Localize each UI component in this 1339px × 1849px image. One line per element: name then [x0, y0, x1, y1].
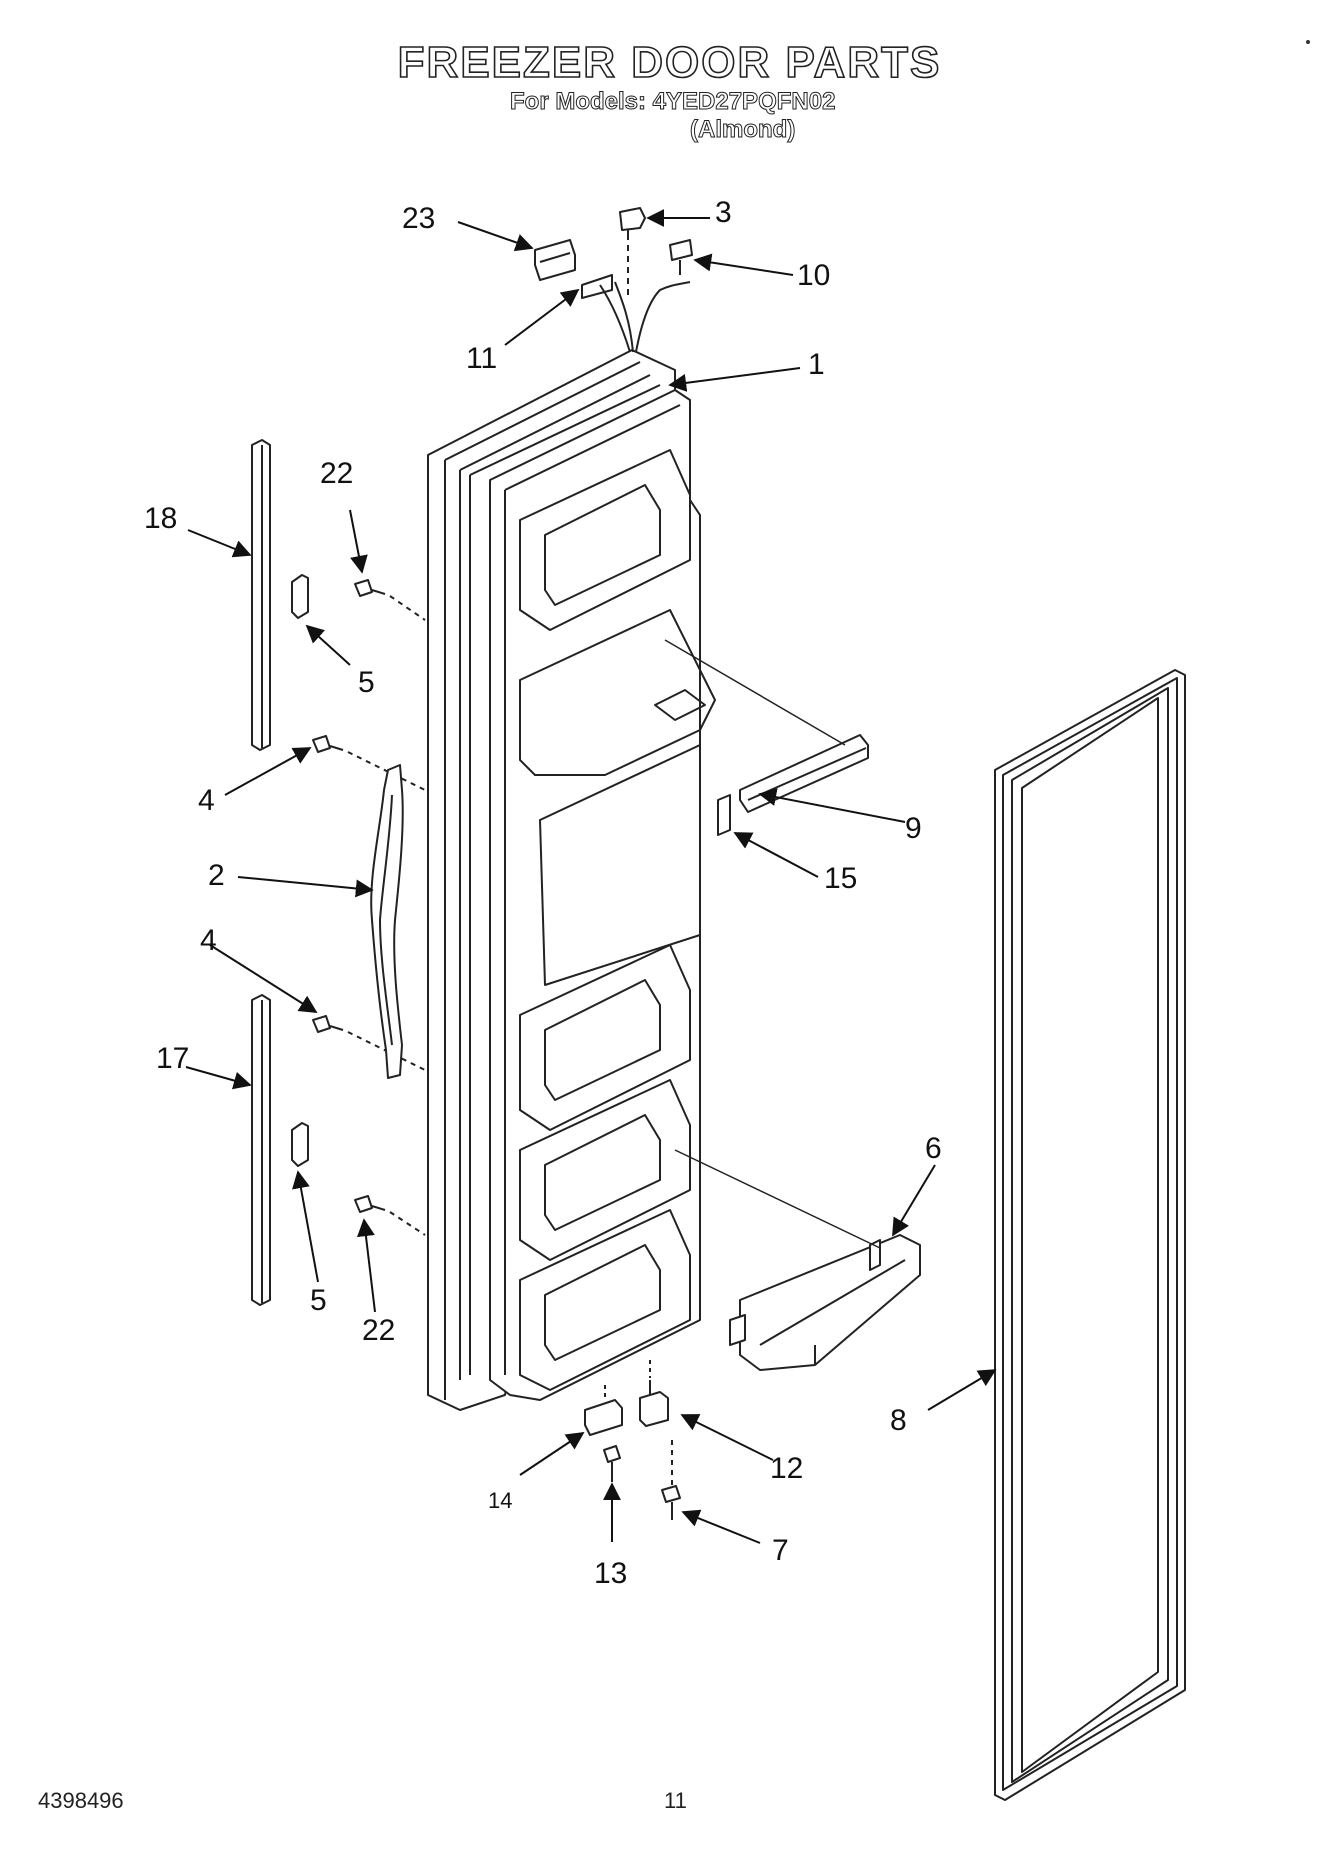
callout-11: 11 — [466, 342, 497, 375]
callout-4-upper: 4 — [198, 784, 215, 817]
connector-cover-23 — [534, 239, 576, 281]
page-number: 11 — [664, 1788, 687, 1813]
door-bin-6 — [674, 1149, 921, 1371]
callout-8: 8 — [890, 1404, 907, 1437]
callout-22-upper: 22 — [320, 457, 353, 490]
plug-button-3 — [619, 207, 646, 300]
callout-2: 2 — [208, 859, 225, 892]
callout-5-upper: 5 — [358, 666, 375, 699]
screw-22-upper — [354, 579, 426, 621]
page-title: FREEZER DOOR PARTS — [397, 37, 942, 88]
screw-4-upper — [312, 735, 426, 791]
screw-10 — [669, 239, 693, 275]
callout-15: 15 — [824, 862, 857, 895]
callout-14: 14 — [488, 1488, 512, 1513]
clip-5-lower — [291, 1122, 309, 1167]
callout-9: 9 — [905, 812, 922, 845]
callout-13: 13 — [594, 1557, 627, 1590]
callout-3: 3 — [715, 196, 732, 229]
door-handle-2 — [370, 764, 404, 1079]
models-line: For Models: 4YED27PQFN02 — [509, 88, 836, 116]
hinge-pin-12 — [639, 1360, 669, 1427]
screw-22-lower — [354, 1195, 426, 1236]
trim-strip-17 — [251, 994, 271, 1306]
color-variant: (Almond) — [689, 116, 796, 144]
screw-7 — [661, 1440, 681, 1520]
corner-mark — [1306, 40, 1310, 44]
callout-23: 23 — [402, 202, 435, 235]
clip-15 — [717, 794, 731, 836]
document-number: 4398496 — [38, 1788, 124, 1813]
door-liner — [489, 389, 716, 1401]
callout-10: 10 — [797, 259, 830, 292]
callout-6: 6 — [925, 1132, 942, 1165]
callout-18: 18 — [144, 502, 177, 535]
hinge-bracket-14 — [584, 1385, 623, 1436]
screw-4-lower — [312, 1015, 426, 1071]
callout-7: 7 — [772, 1534, 789, 1567]
clip-5-upper — [291, 574, 309, 619]
trim-strip-18 — [251, 439, 271, 751]
callout-4-lower: 4 — [200, 924, 217, 957]
wire-harness — [581, 274, 691, 353]
callout-12: 12 — [770, 1452, 803, 1485]
door-gasket-8 — [994, 669, 1186, 1801]
callout-1: 1 — [808, 348, 825, 381]
callout-17: 17 — [156, 1042, 189, 1075]
callout-22-lower: 22 — [362, 1314, 395, 1347]
callout-5-lower: 5 — [310, 1284, 327, 1317]
screw-13 — [603, 1445, 621, 1482]
